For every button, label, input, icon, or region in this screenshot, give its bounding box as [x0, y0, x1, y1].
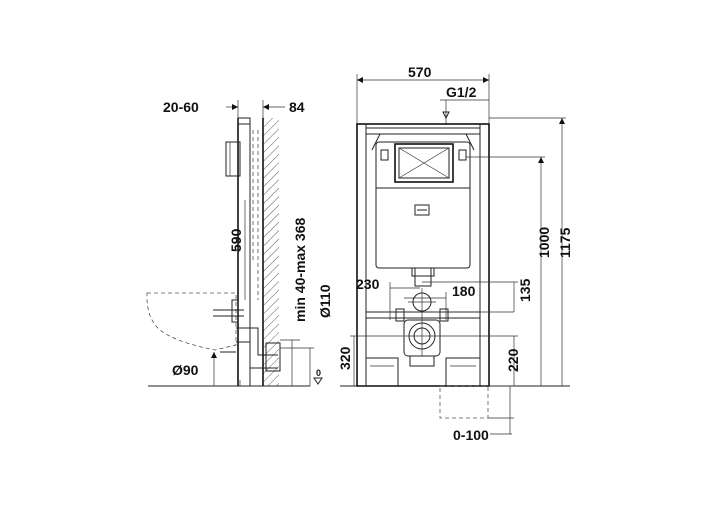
- bracket-top-left: [366, 133, 381, 151]
- inlet-marker: [442, 111, 450, 120]
- bolt-right: [439, 308, 449, 322]
- label-1175: 1175: [557, 227, 573, 258]
- leg-right: [445, 357, 481, 387]
- arrow-1175: [559, 118, 565, 124]
- frame-top-cap: [237, 117, 251, 125]
- leg-left: [365, 357, 399, 387]
- label-foot-range: 0-100: [453, 427, 489, 443]
- label-floor-zero: 0: [316, 368, 321, 378]
- brand-logo-plate: [414, 204, 430, 216]
- flush-plate-diag-2: [398, 147, 450, 179]
- label-84: 84: [289, 99, 305, 115]
- label-20-60: 20-60: [163, 99, 199, 115]
- bracket-top-right: [465, 133, 480, 151]
- flush-button-box: [225, 141, 241, 177]
- label-135: 135: [517, 278, 533, 302]
- arrow-20-60: [232, 104, 238, 110]
- bolt-plate: [231, 299, 239, 323]
- label-320: 320: [337, 346, 353, 370]
- label-570: 570: [408, 64, 432, 80]
- label-dia-110: Ø110: [317, 284, 333, 318]
- label-g12: G1/2: [446, 84, 477, 100]
- flush-pipe: [414, 267, 432, 287]
- drain-bend-lower: [236, 341, 278, 369]
- label-220: 220: [505, 348, 521, 372]
- foot-extension: [439, 385, 489, 419]
- wall-hatching: [263, 118, 279, 386]
- label-dia-90: Ø90: [172, 362, 199, 378]
- floor-zero-marker: [313, 377, 323, 385]
- cistern-clip-right: [458, 149, 467, 161]
- flush-plate-inner: [398, 147, 450, 179]
- side-view: 20-60 84 590 min 40-max 368 Ø110 Ø90 0: [146, 99, 333, 387]
- label-1000: 1000: [536, 227, 552, 258]
- drain-bend-upper: [236, 327, 278, 356]
- arrow-570-left: [357, 77, 363, 83]
- label-590: 590: [228, 228, 244, 252]
- arrow-84: [263, 104, 269, 110]
- drain-ribbed-connector: [265, 342, 281, 372]
- flush-plate-opening: [394, 143, 454, 183]
- arrow-90: [211, 352, 217, 358]
- arrow-1000: [538, 157, 544, 163]
- frame-top-rail: [365, 127, 481, 135]
- label-pipe-range: min 40-max 368: [292, 218, 308, 322]
- label-180: 180: [452, 283, 476, 299]
- toilet-bowl-outline: [146, 292, 237, 351]
- front-view: 570 G1/2 1000: [337, 64, 573, 443]
- cistern-outlet: [392, 267, 454, 277]
- label-230: 230: [356, 276, 380, 292]
- drain-neck: [409, 355, 435, 367]
- bolt-left: [395, 308, 405, 322]
- arrow-570-right: [483, 77, 489, 83]
- cistern-clip-left: [380, 149, 389, 161]
